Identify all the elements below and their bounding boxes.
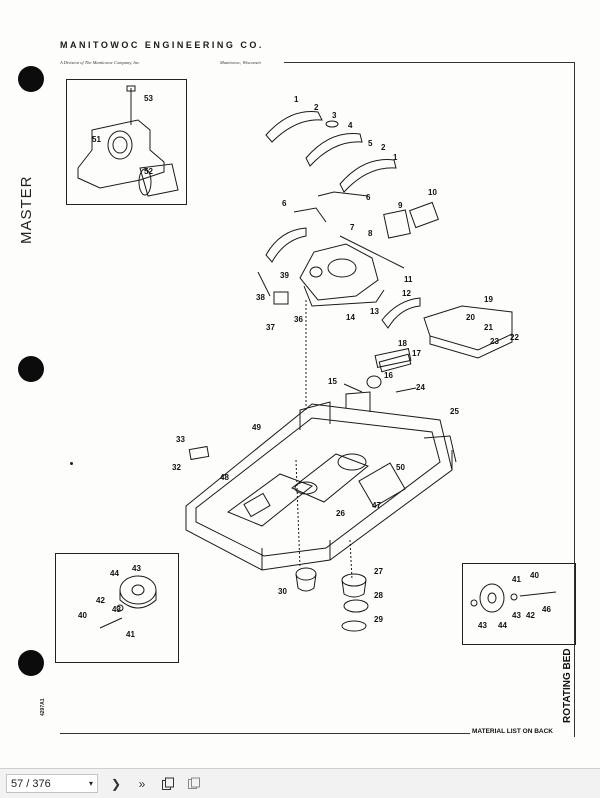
pulley-left-drawing (99, 575, 157, 629)
callout-36: 36 (294, 315, 303, 324)
callout-23: 23 (490, 337, 499, 346)
page-fit-icon (188, 777, 200, 789)
callout-30: 30 (278, 587, 287, 596)
callout-13: 13 (370, 307, 379, 316)
callout-1b: 1 (393, 153, 398, 162)
callout-41b: 41 (512, 575, 521, 584)
callout-40a: 40 (78, 611, 87, 620)
last-page-button[interactable]: » (134, 776, 150, 792)
callout-39: 39 (280, 271, 289, 280)
callout-53: 53 (144, 94, 153, 103)
swing-casting-drawing (257, 191, 439, 307)
callout-44a: 44 (110, 569, 119, 578)
header-rule (284, 62, 574, 63)
callout-42a: 42 (96, 596, 105, 605)
callout-22: 22 (510, 333, 519, 342)
rotating-bed-frame-drawing (185, 391, 457, 571)
punch-hole-top (18, 66, 44, 92)
next-page-button[interactable]: ❯ (108, 776, 124, 792)
callout-11: 11 (404, 275, 413, 284)
callout-43a: 43 (132, 564, 141, 573)
callout-4: 4 (348, 121, 353, 130)
callout-2a: 2 (314, 103, 319, 112)
document-page: MANITOWOC ENGINEERING CO. A Division of … (18, 40, 576, 737)
callout-8: 8 (368, 229, 373, 238)
callout-50: 50 (396, 463, 405, 472)
callout-9: 9 (398, 201, 403, 210)
callout-1: 1 (294, 95, 299, 104)
callout-38: 38 (256, 293, 265, 302)
callout-40b: 40 (530, 571, 539, 580)
page-selector[interactable]: 57 / 376 ▾ (6, 774, 98, 793)
location-line: Manitowoc, Wisconsin (220, 60, 261, 65)
callout-24: 24 (416, 383, 425, 392)
inset-box-pulley-left (55, 553, 179, 663)
callout-41a: 41 (126, 630, 135, 639)
chevron-down-icon: ▾ (88, 779, 93, 788)
speck (70, 462, 73, 465)
callout-47: 47 (372, 501, 381, 510)
callout-32: 32 (172, 463, 181, 472)
callout-5: 5 (368, 139, 373, 148)
callout-19: 19 (484, 295, 493, 304)
callout-20: 20 (466, 313, 475, 322)
callout-44b: 44 (498, 621, 507, 630)
material-list-note: MATERIAL LIST ON BACK (472, 728, 554, 735)
callout-18: 18 (398, 339, 407, 348)
assembly-guide-lines (295, 300, 353, 581)
callout-6b: 6 (282, 199, 287, 208)
callout-12: 12 (402, 289, 411, 298)
callout-7: 7 (350, 223, 355, 232)
callout-52: 52 (144, 167, 153, 176)
callout-51: 51 (92, 135, 101, 144)
right-rule (574, 62, 575, 737)
callout-46: 46 (542, 605, 551, 614)
pdf-viewer-toolbar: 57 / 376 ▾ ❯ » (0, 768, 600, 798)
copy-icon (162, 777, 174, 790)
callout-27: 27 (374, 567, 383, 576)
callout-49: 49 (252, 423, 261, 432)
copy-button[interactable] (160, 776, 176, 792)
callout-17: 17 (412, 349, 421, 358)
pulley-right-drawing (470, 583, 557, 613)
callout-2b: 2 (381, 143, 386, 152)
callout-43d: 43 (512, 611, 521, 620)
callout-10: 10 (428, 188, 437, 197)
page-indicator-text: 57 / 376 (11, 777, 51, 790)
double-chevron-right-icon: » (138, 776, 146, 791)
callout-numbers: 53 51 52 1 2 3 4 5 2 1 6 10 9 6 7 8 39 1… (78, 94, 551, 639)
punch-hole-bottom (18, 650, 44, 676)
callout-16: 16 (384, 371, 393, 380)
footer-rule (60, 733, 470, 734)
callout-26: 26 (336, 509, 345, 518)
callout-42b: 42 (526, 611, 535, 620)
callout-43c: 43 (478, 621, 487, 630)
exploded-parts-drawing: 53 51 52 1 2 3 4 5 2 1 6 10 9 6 7 8 39 1… (77, 85, 557, 639)
callout-6a: 6 (366, 193, 371, 202)
callout-15: 15 (328, 377, 337, 386)
callout-28: 28 (374, 591, 383, 600)
inset-box-bearing (66, 79, 187, 205)
bearing-shells-drawing (265, 110, 421, 329)
inset-box-pulley-right (462, 563, 576, 645)
callout-14: 14 (346, 313, 355, 322)
callout-43b: 43 (112, 605, 121, 614)
callout-3: 3 (332, 111, 337, 120)
chevron-right-icon: ❯ (110, 776, 122, 791)
page-fit-button[interactable] (186, 776, 202, 792)
pillow-block-bearing-drawing (77, 85, 179, 197)
loose-parts-drawing (188, 353, 417, 632)
division-line: A Division of The Manitowoc Company, Inc… (60, 60, 141, 65)
callout-25: 25 (450, 407, 459, 416)
company-name: MANITOWOC ENGINEERING CO. (60, 40, 264, 50)
callout-37: 37 (266, 323, 275, 332)
callout-48: 48 (220, 473, 229, 482)
counterweight-plate-drawing (374, 305, 513, 368)
callout-33: 33 (176, 435, 185, 444)
punch-hole-middle (18, 356, 44, 382)
callout-29: 29 (374, 615, 383, 624)
callout-21: 21 (484, 323, 493, 332)
